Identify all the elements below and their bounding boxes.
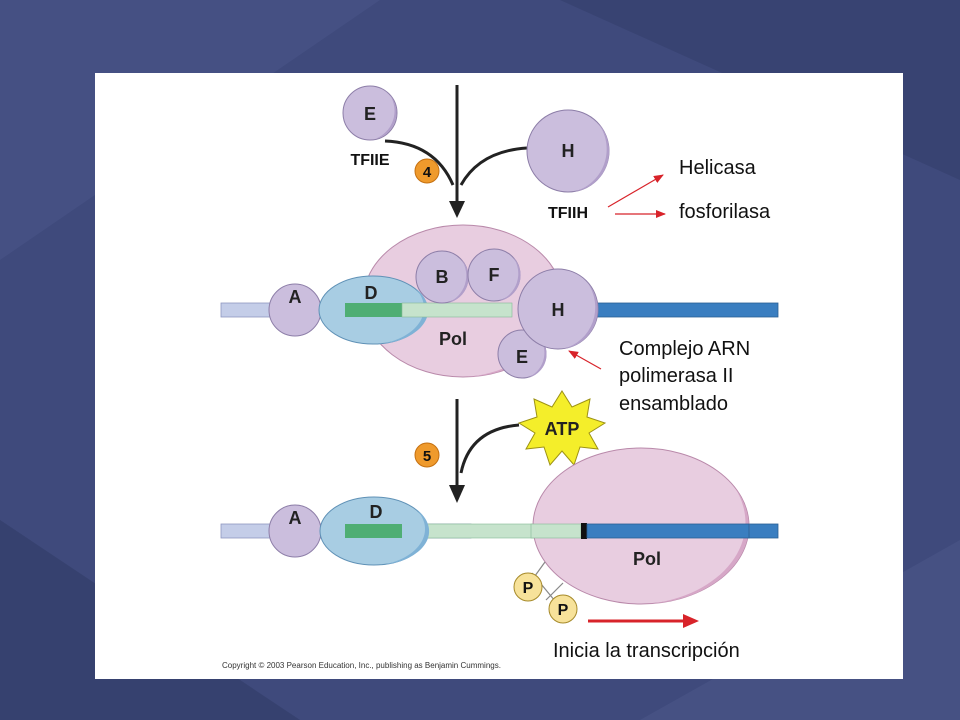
transcription-direction-arrow [588,614,699,628]
factor-b-label: B [436,267,449,287]
factor-f: F [467,248,521,302]
atp-burst: ATP [517,390,607,466]
phosphate-1: P [513,572,543,602]
phosphate-1-label: P [523,580,534,597]
pol-bottom: Pol [530,447,750,605]
tfiih-label: TFIIH [548,205,588,222]
fosforilasa-annotation: fosforilasa [679,201,771,223]
transcription-start-mark [581,523,587,539]
step-5-arrow [449,399,520,503]
phosphate-2-label: P [558,602,569,619]
tfiie-factor: E [342,85,398,141]
transcription-initiation-diagram: E TFIIE 4 H TFIIH [220,85,779,628]
factor-e-mid: E [497,329,547,379]
open-dna-top [401,302,513,318]
complejo-arrow [568,350,602,370]
complejo-annotation-line-1: Complejo ARN [619,338,751,360]
tfiih-circle-label: H [562,141,575,161]
complejo-annotation-line-2: polimerasa II [619,365,734,387]
tfiie-circle-label: E [364,104,376,124]
factor-a-bottom: A [268,504,322,558]
helicasa-annotation: Helicasa [679,157,756,179]
diagram-slide: E TFIIE 4 H TFIIH [95,73,903,679]
step-4-arrow [384,85,528,218]
factor-d-bottom-label: D [370,502,383,522]
factor-d-top-label: D [365,283,378,303]
promoter-bottom [345,524,402,538]
copyright-notice: Copyright © 2003 Pearson Education, Inc.… [222,661,501,670]
complejo-annotation-line-3: ensamblado [619,393,728,415]
factor-h-mid-label: H [552,300,565,320]
factor-b: B [415,250,469,304]
factor-a-top-label: A [289,287,302,307]
factor-e-mid-label: E [516,347,528,367]
pol-top-label: Pol [439,329,467,349]
inicia-annotation: Inicia la transcripción [553,640,740,662]
phosphate-2: P [548,594,578,624]
promoter-top [345,303,402,317]
factor-a-top: A [268,283,322,337]
atp-label: ATP [545,419,580,439]
tfiih-factor: H [526,109,610,193]
factor-f-label: F [489,265,500,285]
helicasa-arrow [607,174,664,208]
step-5-badge: 5 [414,442,440,468]
step-4-badge: 4 [414,158,440,184]
factor-h-mid: H [517,268,599,350]
step-4-number: 4 [423,164,432,181]
pol-bottom-label: Pol [633,549,661,569]
step-5-number: 5 [423,448,431,465]
factor-a-bottom-label: A [289,508,302,528]
tfiie-label: TFIIE [350,152,389,169]
transcription-bubble [530,523,582,539]
